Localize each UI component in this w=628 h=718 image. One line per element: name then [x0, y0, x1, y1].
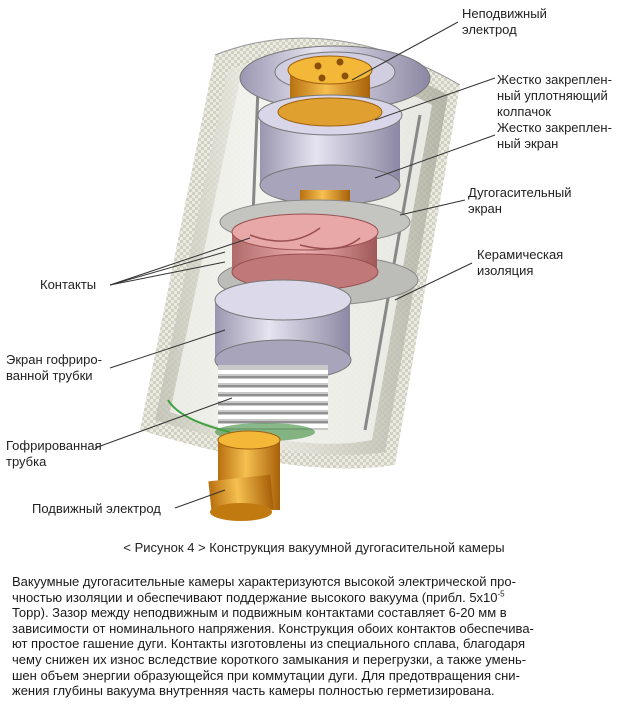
body-paragraph: Вакуумные дугогасительные камеры характе… [12, 574, 534, 699]
contacts-part [231, 213, 379, 291]
leader-lines [94, 21, 496, 509]
figure-caption: < Рисунок 4 > Конструкция вакуумной дуго… [123, 540, 505, 555]
fixed-screen [257, 94, 403, 206]
vacuum-chamber-illustration [94, 21, 496, 521]
label-bellows-screen: Экран гофриро-ванной трубки [6, 352, 102, 383]
label-contacts: Контакты [40, 277, 97, 292]
label-moving-electrode: Подвижный электрод [32, 501, 161, 516]
bellows-screen [214, 279, 352, 381]
moving-electrode-part [208, 430, 281, 521]
bellows-part [218, 365, 328, 430]
label-fixed-screen: Жестко закреплен-ный экран [497, 120, 612, 151]
